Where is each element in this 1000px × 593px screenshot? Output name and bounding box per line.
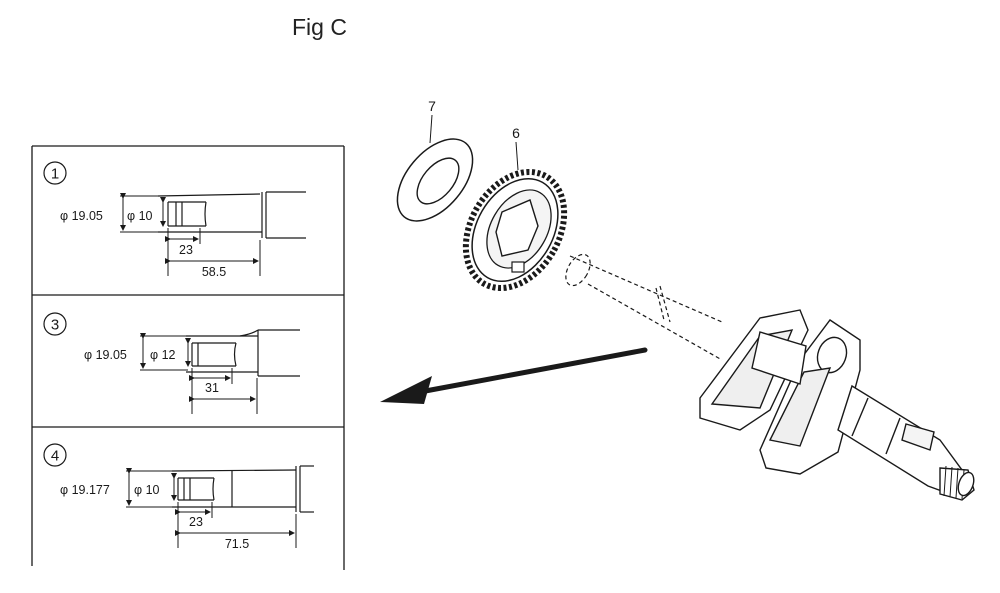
gear bbox=[462, 168, 568, 292]
long-length-label: 58.5 bbox=[202, 265, 226, 279]
leader-line-washer bbox=[429, 114, 433, 144]
leader-line-gear bbox=[515, 141, 519, 171]
shaft-end-profile bbox=[157, 191, 306, 239]
shaft-end-profile bbox=[186, 329, 300, 377]
outer-diameter-label: φ 19.177 bbox=[60, 483, 110, 497]
inner-diameter-label: φ 12 bbox=[150, 348, 176, 362]
dimension-lines bbox=[126, 468, 297, 548]
callout-washer: 7 bbox=[428, 98, 436, 114]
panel-number-badge bbox=[43, 443, 67, 467]
crankshaft bbox=[565, 253, 975, 501]
panel-1: 1 φ 19.05 φ 10 bbox=[43, 161, 306, 279]
dimension-lines bbox=[120, 193, 261, 276]
panel-3: 3 φ 19.05 φ 12 31 bbox=[43, 312, 300, 414]
pointer-arrow bbox=[380, 347, 648, 404]
short-length-label: 31 bbox=[205, 381, 219, 395]
panel-number-badge bbox=[43, 161, 67, 185]
panel-number-badge bbox=[43, 312, 67, 336]
figure-title: Fig C bbox=[292, 14, 347, 40]
short-length-label: 23 bbox=[189, 515, 203, 529]
panel-4: 4 φ 19.177 φ 10 bbox=[43, 443, 314, 551]
inner-diameter-label: φ 10 bbox=[127, 209, 153, 223]
panel-number: 3 bbox=[51, 317, 59, 334]
dimension-lines bbox=[140, 333, 258, 414]
panel-number: 1 bbox=[51, 166, 59, 183]
inner-diameter-label: φ 10 bbox=[134, 483, 160, 497]
shaft-end-profile bbox=[171, 465, 314, 513]
short-length-label: 23 bbox=[179, 243, 193, 257]
callout-gear: 6 bbox=[512, 125, 520, 141]
panel-number: 4 bbox=[51, 448, 59, 465]
washer bbox=[396, 138, 474, 222]
detail-panel-frame bbox=[31, 145, 345, 570]
outer-diameter-label: φ 19.05 bbox=[84, 348, 127, 362]
long-length-label: 71.5 bbox=[225, 537, 249, 551]
outer-diameter-label: φ 19.05 bbox=[60, 209, 103, 223]
